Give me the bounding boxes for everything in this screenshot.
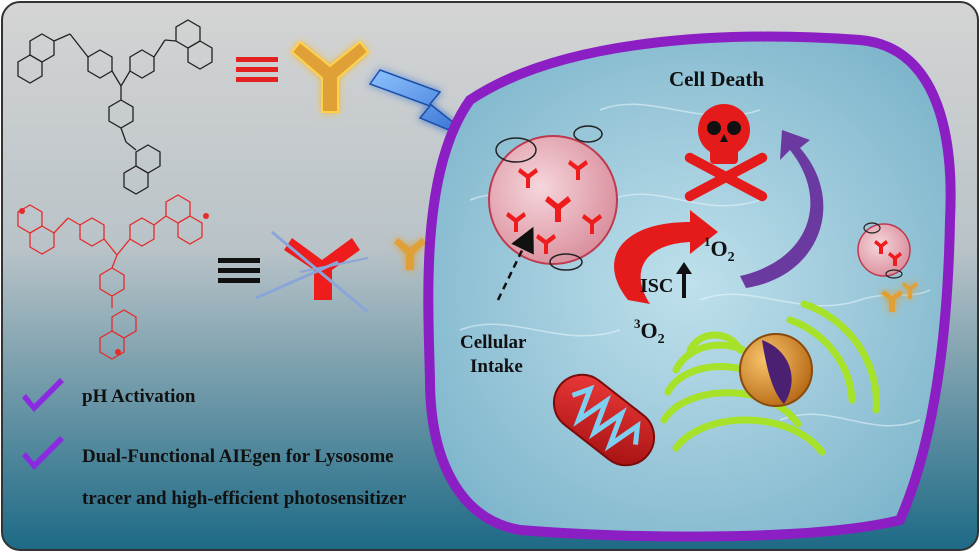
lysosome-small bbox=[857, 222, 911, 279]
feature-item-2-continued: tracer and high-efficient photosensitize… bbox=[82, 488, 407, 509]
protonated-aiegen-icon bbox=[255, 230, 369, 314]
cellular-intake-label-line2: Intake bbox=[470, 356, 523, 377]
feature-item-1: pH Activation bbox=[82, 386, 196, 407]
isc-label: ISC bbox=[640, 275, 673, 297]
equals-sign-top bbox=[236, 57, 278, 82]
cell-death-label: Cell Death bbox=[669, 67, 764, 91]
checkmark-icon bbox=[22, 436, 64, 470]
mitochondrion-icon bbox=[552, 373, 656, 467]
skull-icon bbox=[684, 104, 768, 202]
isc-up-arrow-shaft bbox=[682, 272, 686, 298]
checkmark-icon bbox=[22, 378, 64, 412]
isc-up-arrow-head bbox=[676, 262, 692, 274]
singlet-oxygen-label: 1O2 bbox=[704, 234, 735, 265]
equals-sign-bottom bbox=[218, 258, 260, 283]
nucleus-icon bbox=[739, 333, 813, 407]
cellular-intake-label-line1: Cellular bbox=[460, 332, 527, 353]
feature-item-2: Dual-Functional AIEgen for Lysosome bbox=[82, 446, 394, 467]
triplet-oxygen-label: 3O2 bbox=[634, 316, 665, 347]
neutral-aiegen-icon bbox=[290, 40, 370, 113]
free-probes-right bbox=[881, 282, 918, 312]
protonated-structure bbox=[17, 194, 209, 360]
toxicity-arrow bbox=[740, 130, 824, 288]
feature-list: pH Activation Dual-Functional AIEgen for… bbox=[22, 378, 407, 509]
isc-arrow bbox=[614, 210, 718, 304]
neutral-structure bbox=[17, 19, 213, 195]
